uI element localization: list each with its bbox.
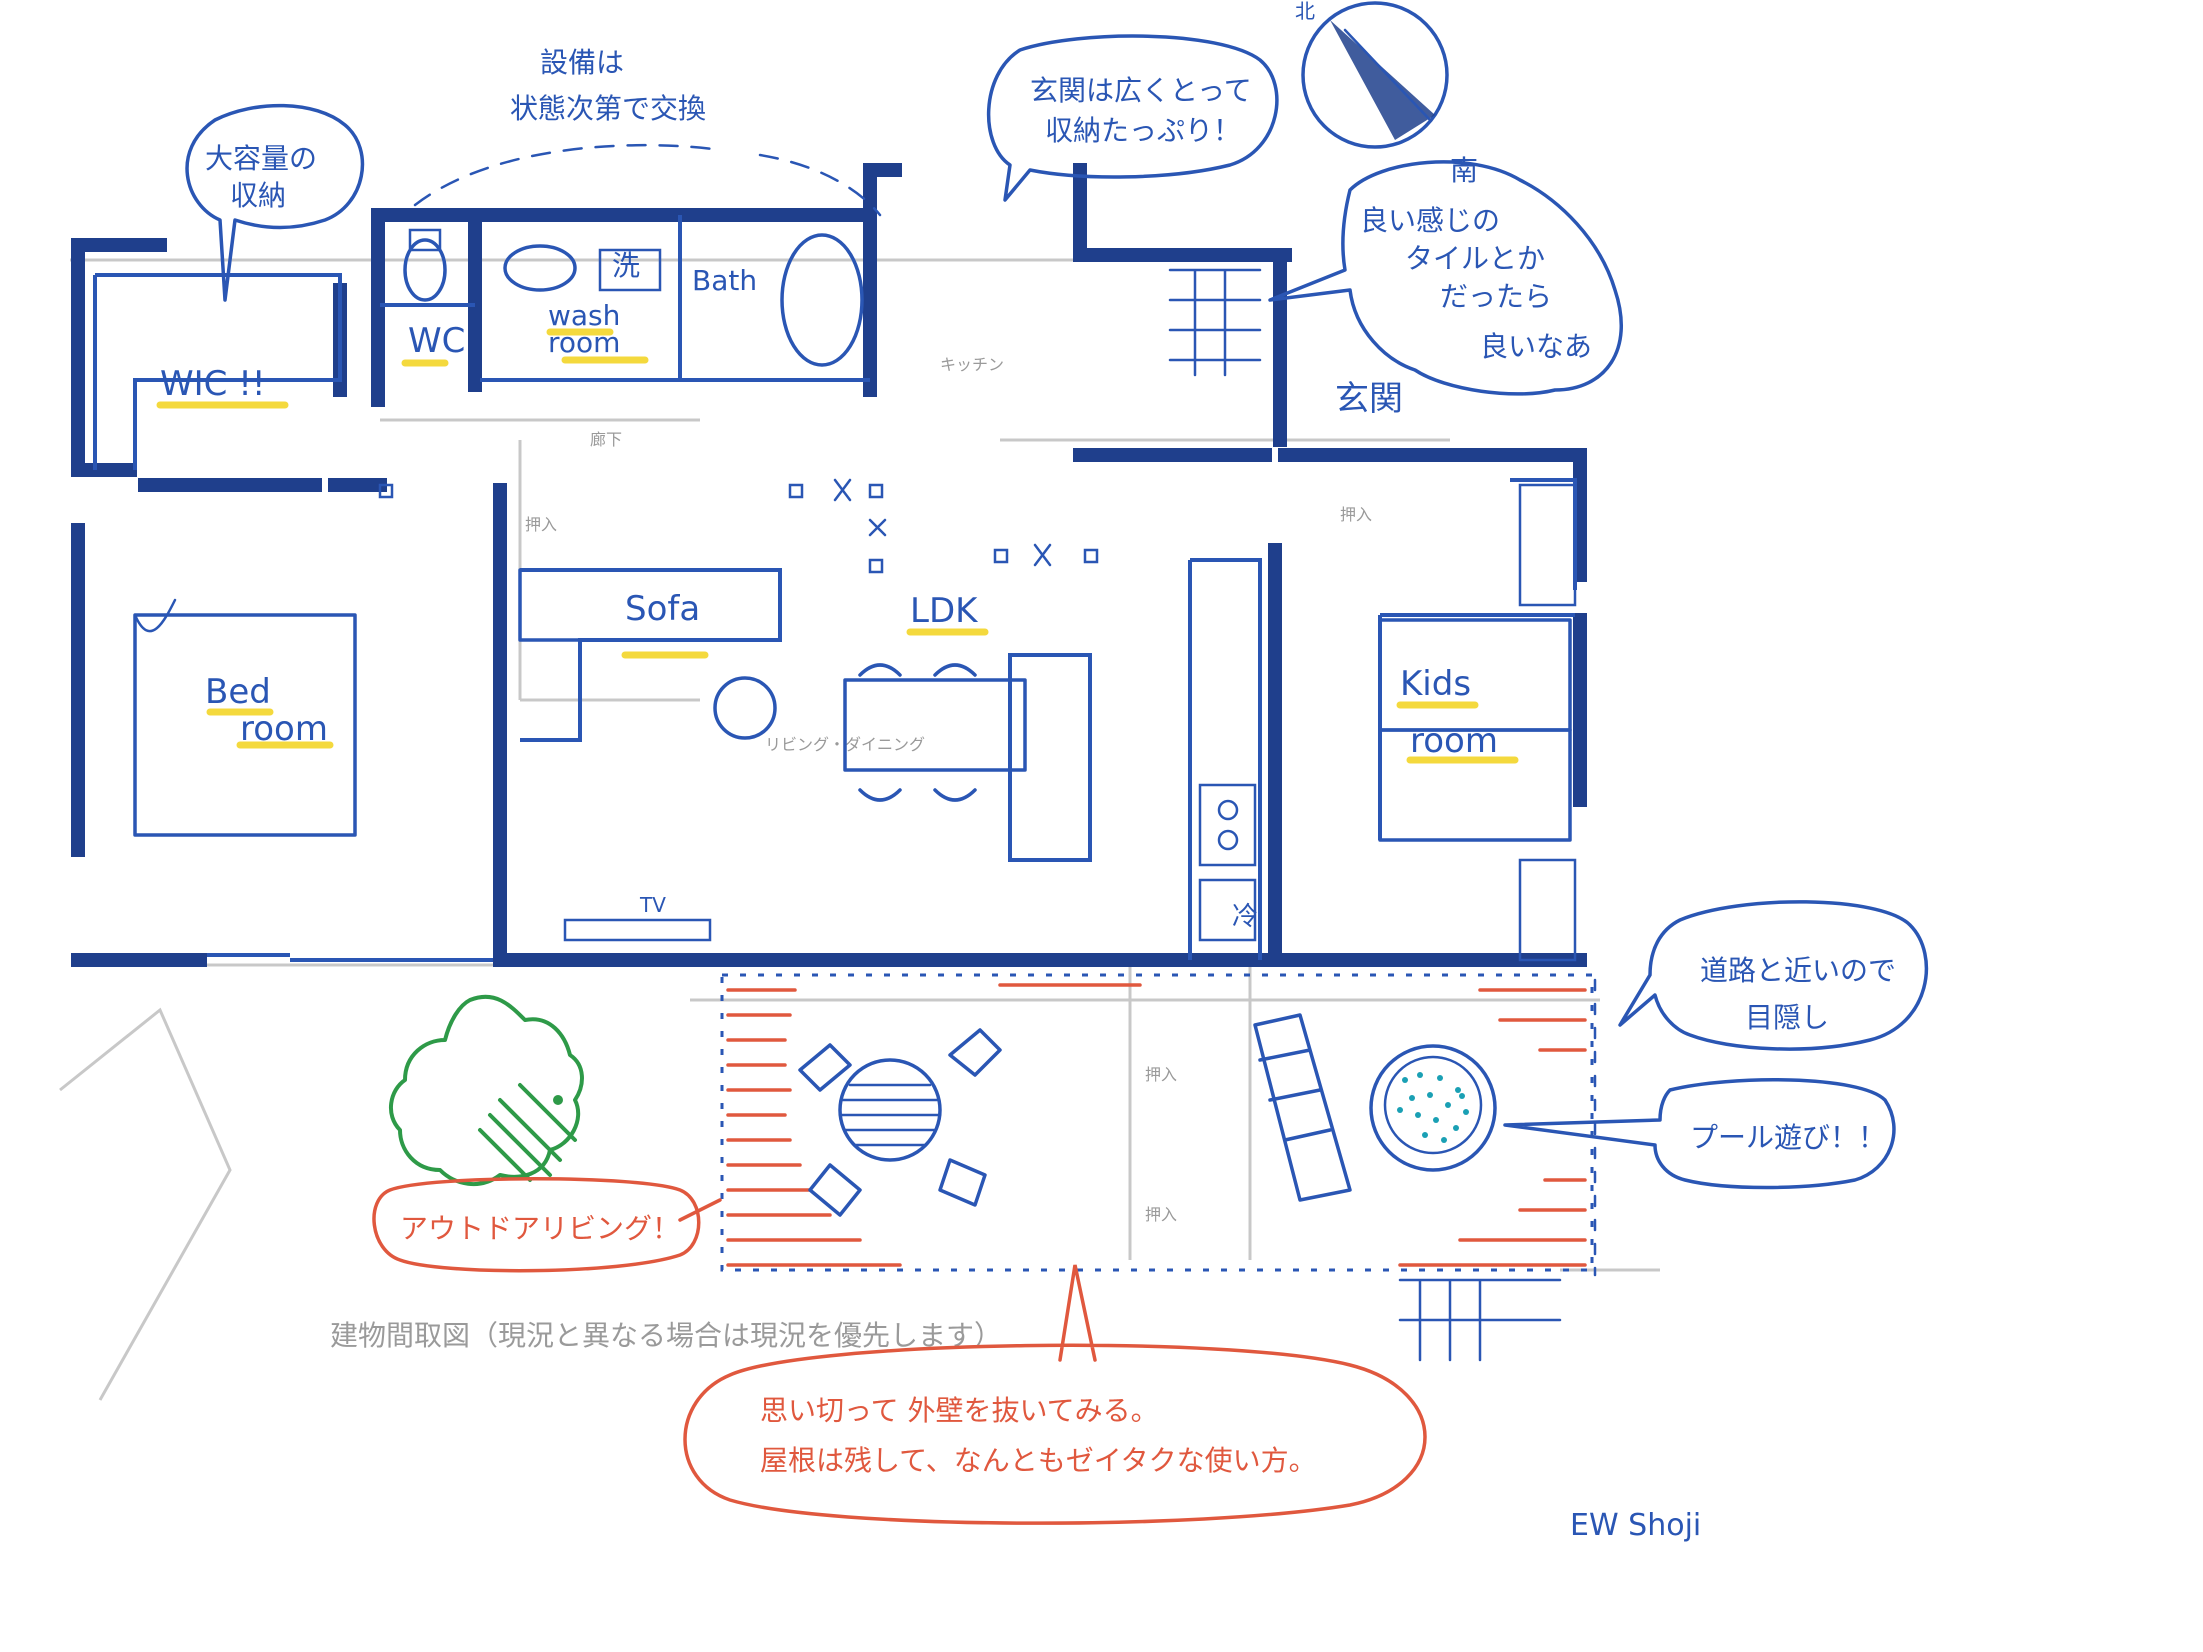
note-equipment: 設備は 状態次第で交換: [413, 46, 882, 217]
note-wall-line2: 屋根は残して、なんともゼイタクな使い方。: [760, 1444, 1317, 1477]
bathroom-fixtures: [403, 228, 864, 367]
compass-north: 北: [1295, 0, 1315, 23]
note-equipment-line1: 設備は: [540, 46, 624, 79]
outdoor-living-area: [720, 973, 1597, 1277]
room-labels: WIC !! WC wash room Bath 洗 Bed room Sofa…: [160, 249, 1498, 761]
interior-walls: [93, 215, 1577, 960]
label-ldk: LDK: [910, 591, 979, 631]
tv-label: TV: [639, 893, 666, 917]
label-bedroom: room: [240, 709, 328, 749]
note-tile-line2: タイルとか: [1405, 242, 1545, 275]
label-sofa: Sofa: [625, 589, 700, 629]
note-outdoor-living: アウトドアリビング！: [372, 1177, 722, 1273]
bg-label-closet-4: 押入: [1145, 1205, 1177, 1224]
bg-label-closet-3: 押入: [1145, 1065, 1177, 1084]
bg-label-closet-1: 押入: [525, 515, 557, 534]
label-kidsroom: room: [1410, 721, 1498, 761]
note-wall-line1: 思い切って 外壁を抜いてみる。: [760, 1394, 1159, 1427]
note-genkan: 玄関は広くとって 収納たっぷり！: [986, 34, 1279, 202]
note-genkan-line2: 収納たっぷり！: [1045, 114, 1241, 147]
note-storage: 大容量の 収納: [185, 103, 365, 302]
background-caption: 建物間取図（現況と異なる場合は現況を優先します）: [330, 1319, 1002, 1352]
yellow-highlights: [156, 328, 1519, 764]
note-screen-line2: 目隠し: [1745, 1001, 1829, 1034]
kids-beds: [1378, 483, 1577, 962]
tree-illustration: [388, 994, 584, 1187]
label-entrance: 玄関: [1335, 379, 1403, 419]
note-storage-line2: 収納: [230, 179, 286, 212]
note-storage-line1: 大容量の: [205, 142, 317, 175]
genkan-stairs: [1168, 268, 1562, 1362]
note-genkan-line1: 玄関は広くとって: [1030, 74, 1252, 107]
note-tile-line3: だったら: [1440, 280, 1552, 313]
bed: [133, 598, 357, 837]
note-outdoor-text: アウトドアリビング！: [400, 1212, 680, 1245]
label-wash-room: room: [548, 326, 620, 359]
bg-label-kitchen: キッチン: [940, 355, 1004, 374]
label-wc: WC: [408, 321, 465, 361]
signature: EW Shoji: [1570, 1508, 1701, 1543]
label-wash: wash: [548, 299, 620, 332]
note-exterior-wall: 思い切って 外壁を抜いてみる。 屋根は残して、なんともゼイタクな使い方。: [683, 1264, 1427, 1525]
tv-stand: TV: [563, 893, 712, 942]
label-kids: Kids: [1400, 664, 1471, 704]
note-tile: 良い感じの タイルとか だったら 良いなあ: [1268, 160, 1623, 396]
pillars: [378, 478, 1099, 574]
fridge-label: 冷: [1232, 902, 1258, 932]
label-washer: 洗: [612, 249, 640, 282]
note-tile-line4: 良いなあ: [1480, 330, 1592, 363]
label-wic: WIC !!: [160, 364, 265, 404]
note-tile-line1: 良い感じの: [1360, 204, 1500, 237]
sofa: [518, 568, 782, 642]
bg-label-closet-2: 押入: [1340, 505, 1372, 524]
compass-icon: 南 北: [1295, 0, 1478, 187]
note-pool-text: プール遊び！！: [1690, 1121, 1886, 1154]
label-bed: Bed: [205, 672, 271, 712]
dining-set: [713, 663, 1027, 802]
bg-label-hallway: 廊下: [590, 430, 622, 449]
exterior-walls: [71, 163, 1587, 967]
note-pool: プール遊び！！: [1503, 1078, 1896, 1190]
note-screen-line1: 道路と近いので: [1700, 954, 1896, 987]
compass-south: 南: [1450, 154, 1478, 187]
kitchen-counter: 冷: [1198, 783, 1258, 942]
note-equipment-line2: 状態次第で交換: [510, 92, 706, 125]
background-plan: 建物間取図（現況と異なる場合は現況を優先します） リビング・ダイニング キッチン…: [59, 258, 1660, 1401]
note-screen: 道路と近いので 目隠し: [1618, 900, 1929, 1051]
label-bath: Bath: [692, 264, 757, 297]
